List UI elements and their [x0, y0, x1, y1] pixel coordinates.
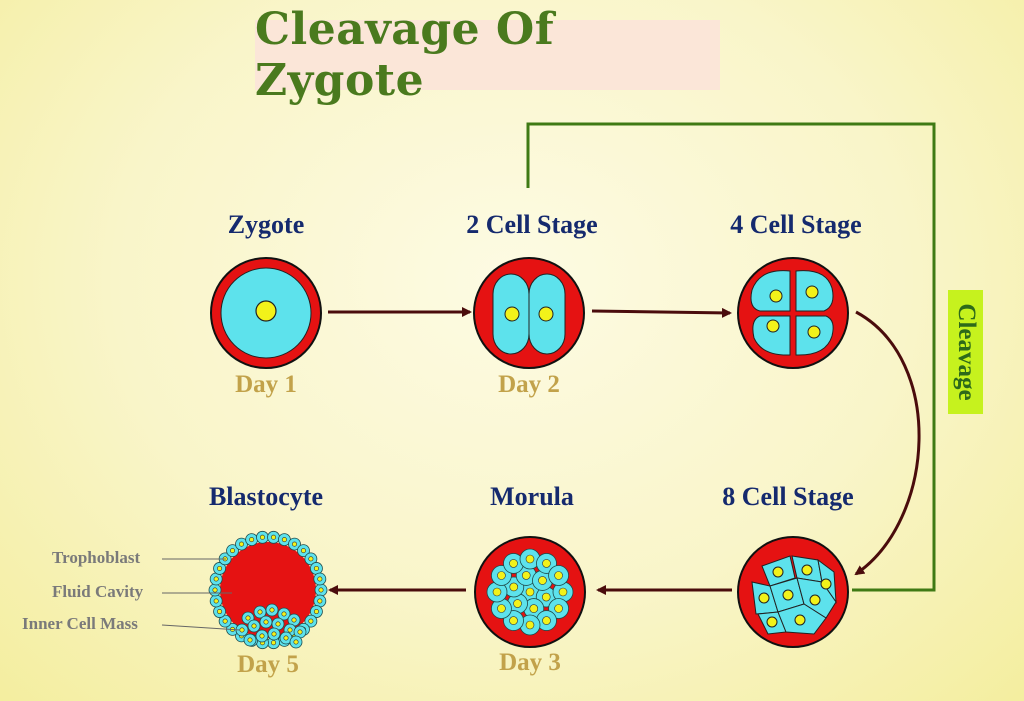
blastocyte-embryo [208, 530, 328, 650]
trophoblast-cell-nucleus [308, 556, 314, 562]
zygote-cell [210, 257, 322, 369]
morula-cell-nucleus [509, 582, 519, 592]
inner-cell-mass-cell-nucleus [263, 619, 269, 625]
trophoblast-cell-nucleus [249, 537, 255, 543]
inner-cell-mass-cell-nucleus [245, 615, 251, 621]
trophoblast-cell-nucleus [213, 576, 219, 582]
morula-cell-nucleus [513, 599, 522, 608]
inner-cell-mass-cluster [235, 603, 307, 649]
label-trophoblast: Trophoblast [52, 548, 141, 567]
day-label-2-cell: Day 2 [498, 371, 560, 398]
trophoblast-cell-nucleus [239, 541, 245, 547]
stage-name-zygote: Zygote [227, 210, 305, 239]
stage-name-2-cell: 2 Cell Stage [466, 210, 598, 239]
page-title: Cleavage Of Zygote [255, 4, 555, 106]
morula-cell-nucleus [525, 620, 535, 630]
inner-cell-mass-cell-nucleus [251, 623, 257, 629]
two-cell-embryo [473, 257, 585, 369]
stage-name-morula: Morula [490, 482, 574, 511]
morula-cell-nucleus [509, 616, 518, 625]
morula-cell-nucleus [558, 587, 568, 597]
morula-cell-nucleus [542, 616, 551, 625]
inner-cell-mass-cell-nucleus [271, 631, 277, 637]
cleavage-label-box: Cleavage [948, 290, 983, 414]
morula-cell-nucleus [509, 559, 518, 568]
inner-cell-mass-cell-nucleus [287, 627, 293, 633]
inner-cell-mass-cell-nucleus [283, 635, 289, 641]
morula-cell-nucleus [525, 587, 535, 597]
trophoblast-cell-nucleus [281, 537, 287, 543]
morula-cell-nucleus [525, 554, 535, 564]
trophoblast-cell-nucleus [317, 598, 323, 604]
morula-cell-cluster [486, 548, 574, 636]
morula-cell-nucleus [521, 571, 531, 580]
morula-cell-nucleus [554, 571, 563, 580]
title-box: Cleavage Of Zygote [255, 4, 720, 106]
inner-cell-mass-cell-nucleus [281, 611, 287, 617]
trophoblast-cell-nucleus [222, 618, 228, 624]
inner-cell-mass-cell-nucleus [291, 617, 297, 623]
morula-cell-nucleus [542, 559, 551, 568]
stage-name-blastocyte: Blastocyte [208, 482, 324, 511]
trophoblast-cell-nucleus [212, 587, 218, 593]
trophoblast-cell-nucleus [291, 541, 297, 547]
trophoblast-cell-nucleus [313, 565, 319, 571]
trophoblast-cell-nucleus [213, 598, 219, 604]
arrow-2cell-to-4cell [591, 307, 732, 318]
inner-cell-mass-cell-nucleus [257, 609, 263, 615]
inner-cell-mass-pointer [161, 624, 241, 631]
cleavage-bracket-line [526, 122, 936, 592]
morula-cell-nucleus [541, 592, 551, 602]
trophoblast-cell-nucleus [318, 587, 324, 593]
trophoblast-cell-nucleus [217, 609, 223, 615]
eight-cell-embryo [737, 536, 849, 648]
trophoblast-cell-nucleus [217, 565, 223, 571]
trophoblast-cell-nucleus [300, 548, 306, 554]
trophoblast-cell-nucleus [317, 576, 323, 582]
inner-cell-mass-cell-nucleus [259, 633, 265, 639]
inner-cell-mass-cell-nucleus [275, 621, 281, 627]
inner-cell-mass-cell-nucleus [269, 607, 275, 613]
morula-cell-nucleus [497, 571, 506, 580]
inner-cell-mass-cell-nucleus [239, 627, 245, 633]
label-fluid-cavity: Fluid Cavity [52, 582, 144, 601]
day-label-morula: Day 3 [499, 649, 561, 676]
arrow-4cell-to-8cell [854, 310, 921, 576]
morula-embryo [474, 536, 586, 648]
four-cell-embryo [737, 257, 849, 369]
trophoblast-cell-nucleus [230, 548, 236, 554]
trophoblast-cell-nucleus [308, 618, 314, 624]
morula-cell-nucleus [492, 587, 502, 597]
label-inner-cell-mass: Inner Cell Mass [22, 614, 138, 633]
trophoblast-cell-nucleus [271, 640, 277, 646]
stage-name-4-cell: 4 Cell Stage [730, 210, 862, 239]
morula-cell-nucleus [554, 604, 563, 613]
day-label-blastocyte: Day 5 [237, 651, 299, 678]
morula-cell-nucleus [497, 604, 506, 613]
morula-cell-nucleus [538, 576, 547, 585]
inner-cell-mass-cell-nucleus [293, 639, 299, 645]
stage-name-8-cell: 8 Cell Stage [722, 482, 854, 511]
day-label-zygote: Day 1 [235, 371, 297, 398]
inner-cell-mass-cell-nucleus [297, 629, 303, 635]
trophoblast-cell-nucleus [313, 609, 319, 615]
trophoblast-cell-nucleus [271, 534, 277, 540]
cleavage-label: Cleavage [952, 303, 980, 401]
inner-cell-mass-cell-nucleus [247, 637, 253, 643]
trophoblast-cell-nucleus [259, 534, 265, 540]
morula-cell-nucleus [529, 604, 539, 613]
